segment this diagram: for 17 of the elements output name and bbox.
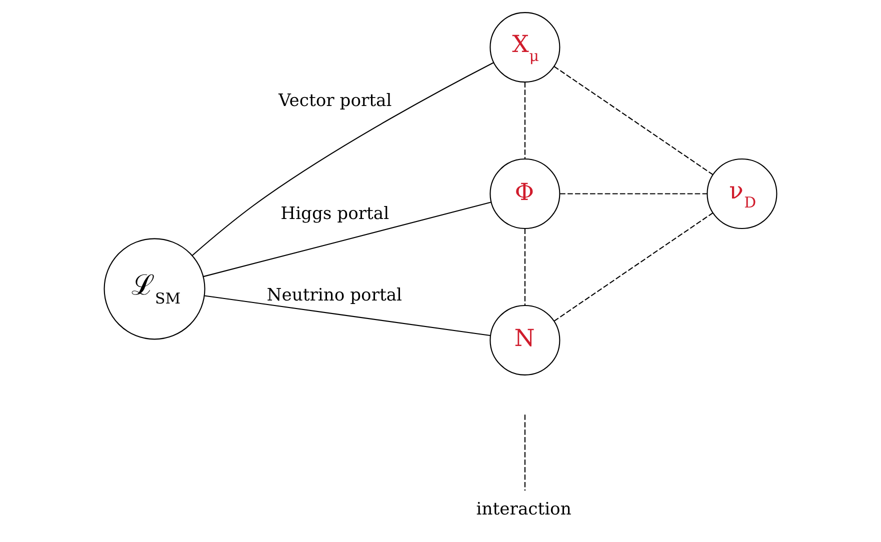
edge-label: Neutrino portal: [266, 285, 402, 306]
legend-label: interaction: [476, 499, 572, 520]
connector: [560, 193, 708, 194]
connector: [192, 62, 494, 256]
node-circle: ℒ$_{SM}$: [104, 238, 206, 340]
node-circle: X$_{μ}$: [490, 12, 560, 83]
connector: [204, 295, 490, 336]
connector: [554, 212, 714, 322]
connector: [524, 82, 526, 159]
connector: [203, 202, 492, 278]
edge-label: Vector portal: [278, 90, 392, 111]
node-circle: Φ: [490, 158, 560, 230]
connector: [524, 228, 526, 306]
node-circle: N: [490, 304, 560, 376]
connector: [554, 66, 714, 176]
edge-label: Higgs portal: [280, 204, 390, 224]
node-circle: ν$_{D}$: [706, 158, 778, 230]
